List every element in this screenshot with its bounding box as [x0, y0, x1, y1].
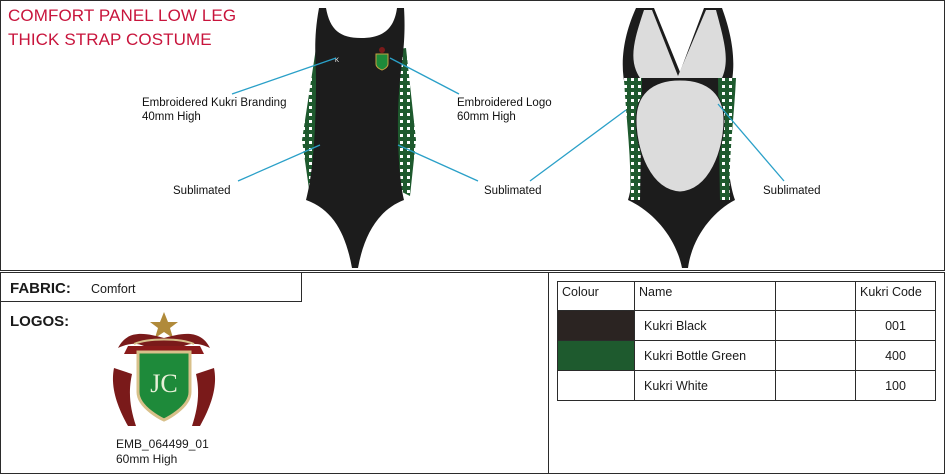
- callout-lines: [231, 57, 785, 182]
- colour-name: Kukri Bottle Green: [634, 340, 776, 371]
- front-body: [306, 8, 405, 268]
- colour-blank: [775, 310, 856, 341]
- colour-row: Kukri White 100: [557, 370, 936, 401]
- logo-callout-line2: 60mm High: [457, 111, 516, 123]
- colour-swatch: [557, 310, 635, 341]
- fabric-label: FABRIC:: [10, 280, 71, 297]
- logo-size: 60mm High: [116, 452, 178, 466]
- sublimated-back-callout: Sublimated: [763, 185, 821, 197]
- spec-divider: [548, 272, 549, 474]
- header-name: Name: [634, 281, 776, 311]
- header-kukri-code: Kukri Code: [855, 281, 936, 311]
- front-crest-mark: [375, 47, 389, 71]
- club-crest-logo: JC: [112, 312, 216, 426]
- colour-blank: [775, 340, 856, 371]
- colour-row: Kukri Bottle Green 400: [557, 340, 936, 371]
- front-view: K: [302, 8, 416, 268]
- logo-callout-line1: Embroidered Logo: [457, 97, 552, 109]
- sublimated-front-left-callout: Sublimated: [173, 185, 231, 197]
- colour-table-header: Colour Name Kukri Code: [557, 281, 936, 311]
- back-view: [622, 8, 736, 268]
- fabric-value: Comfort: [91, 282, 136, 296]
- page-title: COMFORT PANEL LOW LEG THICK STRAP COSTUM…: [8, 4, 236, 52]
- logo-caption: EMB_064499_01 60mm High: [116, 437, 209, 467]
- colour-code: 400: [855, 340, 936, 371]
- colour-table: Colour Name Kukri Code Kukri Black 001 K…: [557, 281, 936, 401]
- branding-callout-line2: 40mm High: [142, 111, 201, 123]
- logo-callout: Embroidered Logo 60mm High: [457, 96, 552, 124]
- colour-code: 100: [855, 370, 936, 401]
- logos-label: LOGOS:: [10, 313, 70, 330]
- crest-letters: JC: [150, 369, 177, 398]
- sublimated-front-right-callout: Sublimated: [484, 185, 542, 197]
- garment-illustration: K: [231, 8, 785, 268]
- colour-row: Kukri Black 001: [557, 310, 936, 341]
- garment-section-frame: [0, 0, 945, 271]
- header-blank: [775, 281, 856, 311]
- colour-blank: [775, 370, 856, 401]
- colour-name: Kukri Black: [634, 310, 776, 341]
- branding-callout-line1: Embroidered Kukri Branding: [142, 97, 287, 109]
- colour-swatch: [557, 340, 635, 371]
- title-line-1: COMFORT PANEL LOW LEG: [8, 6, 237, 25]
- branding-callout: Embroidered Kukri Branding 40mm High: [142, 96, 286, 124]
- kukri-branding-mark: K: [335, 58, 339, 64]
- header-colour: Colour: [557, 281, 635, 311]
- colour-name: Kukri White: [634, 370, 776, 401]
- back-cutout: [635, 79, 725, 193]
- title-line-2: THICK STRAP COSTUME: [8, 30, 212, 49]
- logo-code: EMB_064499_01: [116, 437, 209, 451]
- colour-swatch: [557, 370, 635, 401]
- back-upper-lining: [633, 10, 726, 78]
- fabric-box: [0, 272, 302, 302]
- colour-code: 001: [855, 310, 936, 341]
